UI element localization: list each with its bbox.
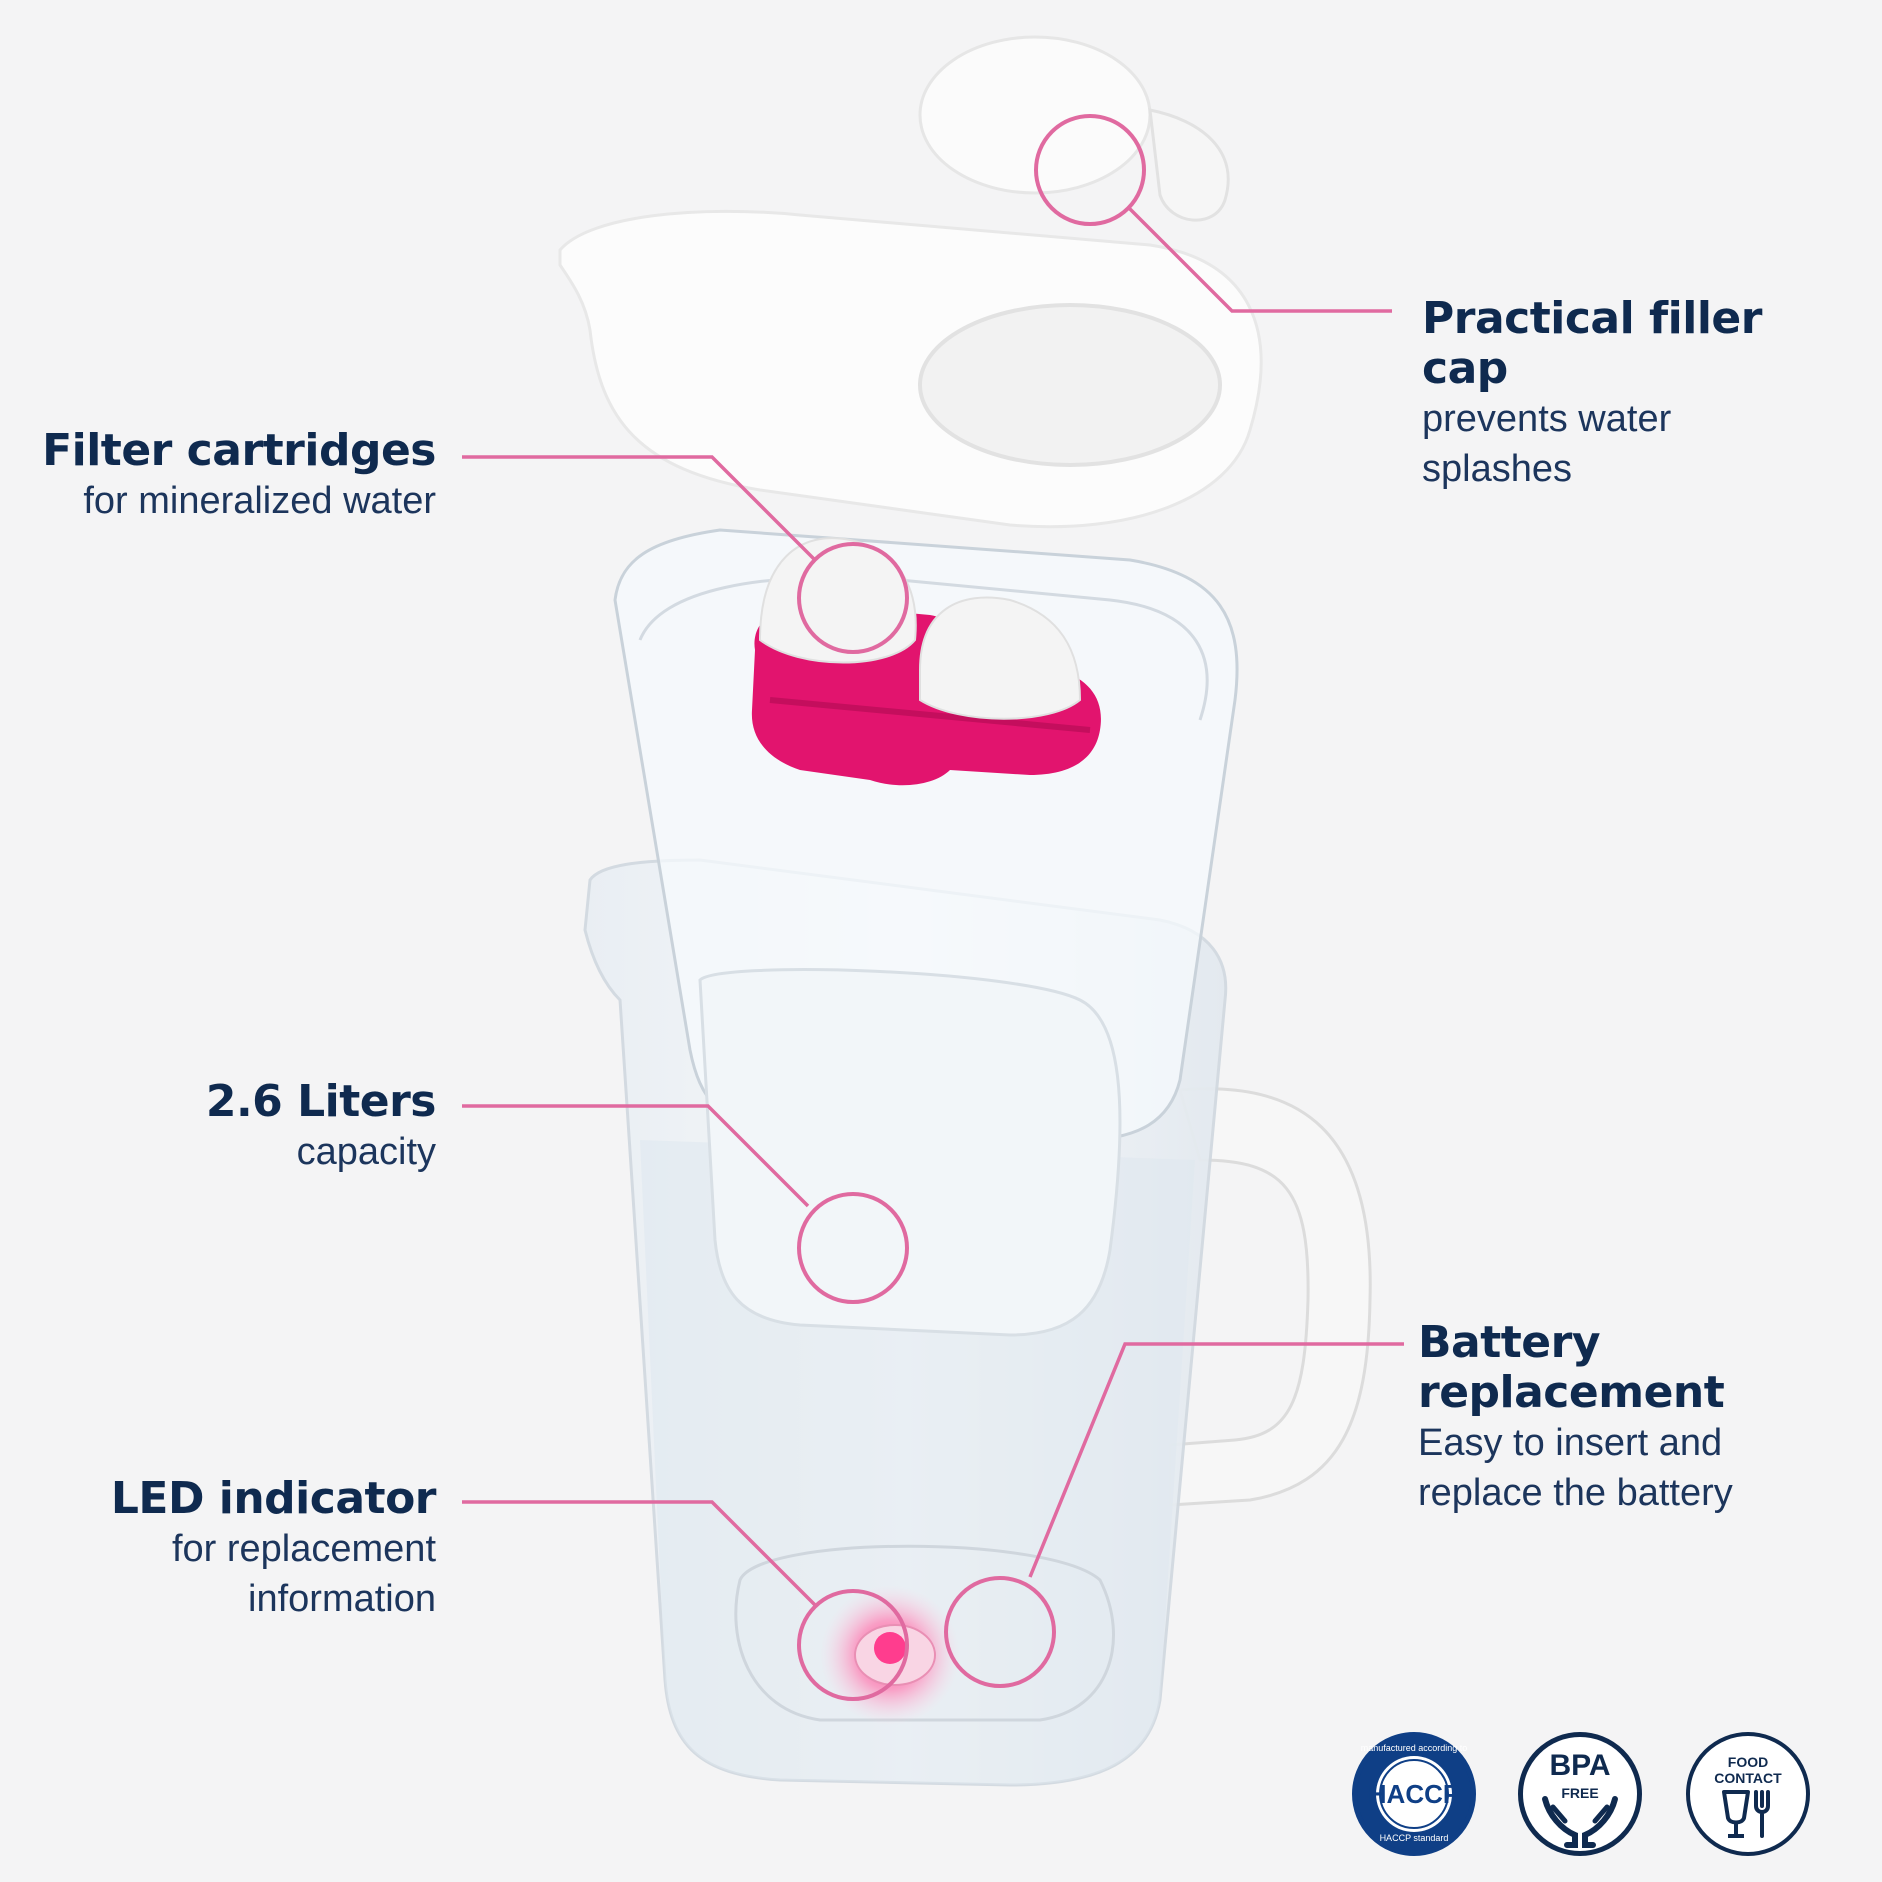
callout-title: LED indicator: [110, 1473, 437, 1524]
callout-subtitle-line2: information: [248, 1578, 436, 1620]
callout-subtitle-line1: for replacement: [171, 1528, 436, 1570]
callout-subtitle-line1: Easy to insert and: [1418, 1422, 1723, 1464]
callout-capacity: 2.6 Liters capacity: [205, 1076, 437, 1177]
bpa-label: BPA: [1549, 1749, 1611, 1782]
filler-cap: [918, 35, 1230, 222]
contact-label: CONTACT: [1714, 1770, 1782, 1786]
haccp-ring-bottom: HACCP standard: [1379, 1833, 1449, 1843]
callout-subtitle-line2: replace the battery: [1418, 1472, 1733, 1514]
callout-title-line2: replacement: [1418, 1367, 1725, 1418]
callout-filler-cap: Practical filler cap prevents water spla…: [1422, 294, 1762, 494]
callout-filter-cartridges: Filter cartridges for mineralized water: [42, 426, 436, 526]
callout-title-line2: cap: [1422, 343, 1508, 394]
callout-title-line1: Practical filler: [1422, 293, 1762, 344]
haccp-seal-icon: [1376, 1756, 1452, 1832]
haccp-badge: manufactured according to HACCP HACCP st…: [1352, 1732, 1476, 1856]
glass-fork-icon: [1722, 1790, 1770, 1838]
callout-title-line1: Battery: [1418, 1317, 1601, 1368]
bpa-free-badge: BPA FREE: [1518, 1732, 1642, 1856]
callout-title: 2.6 Liters: [205, 1076, 437, 1127]
food-label: FOOD: [1727, 1754, 1769, 1770]
callout-lines: [462, 205, 1404, 1607]
callout-battery-replacement: Battery replacement Easy to insert and r…: [1418, 1318, 1733, 1518]
bpa-free-label: FREE: [1561, 1785, 1599, 1801]
callout-subtitle: capacity: [296, 1131, 436, 1173]
food-contact-badge: FOOD CONTACT: [1686, 1732, 1810, 1856]
hands-icon: [1542, 1796, 1618, 1848]
pitcher-lid: [558, 209, 1263, 529]
haccp-ring-top: manufactured according to: [1360, 1743, 1468, 1753]
callout-subtitle-line2: splashes: [1422, 448, 1572, 490]
highlight-rings: [797, 114, 1146, 1701]
callout-subtitle-line1: prevents water: [1422, 398, 1672, 440]
callout-led-indicator: LED indicator for replacement informatio…: [110, 1473, 437, 1624]
callout-subtitle: for mineralized water: [83, 480, 436, 522]
callout-title: Filter cartridges: [42, 425, 436, 476]
haccp-main-label: HACCP: [1367, 1779, 1461, 1809]
